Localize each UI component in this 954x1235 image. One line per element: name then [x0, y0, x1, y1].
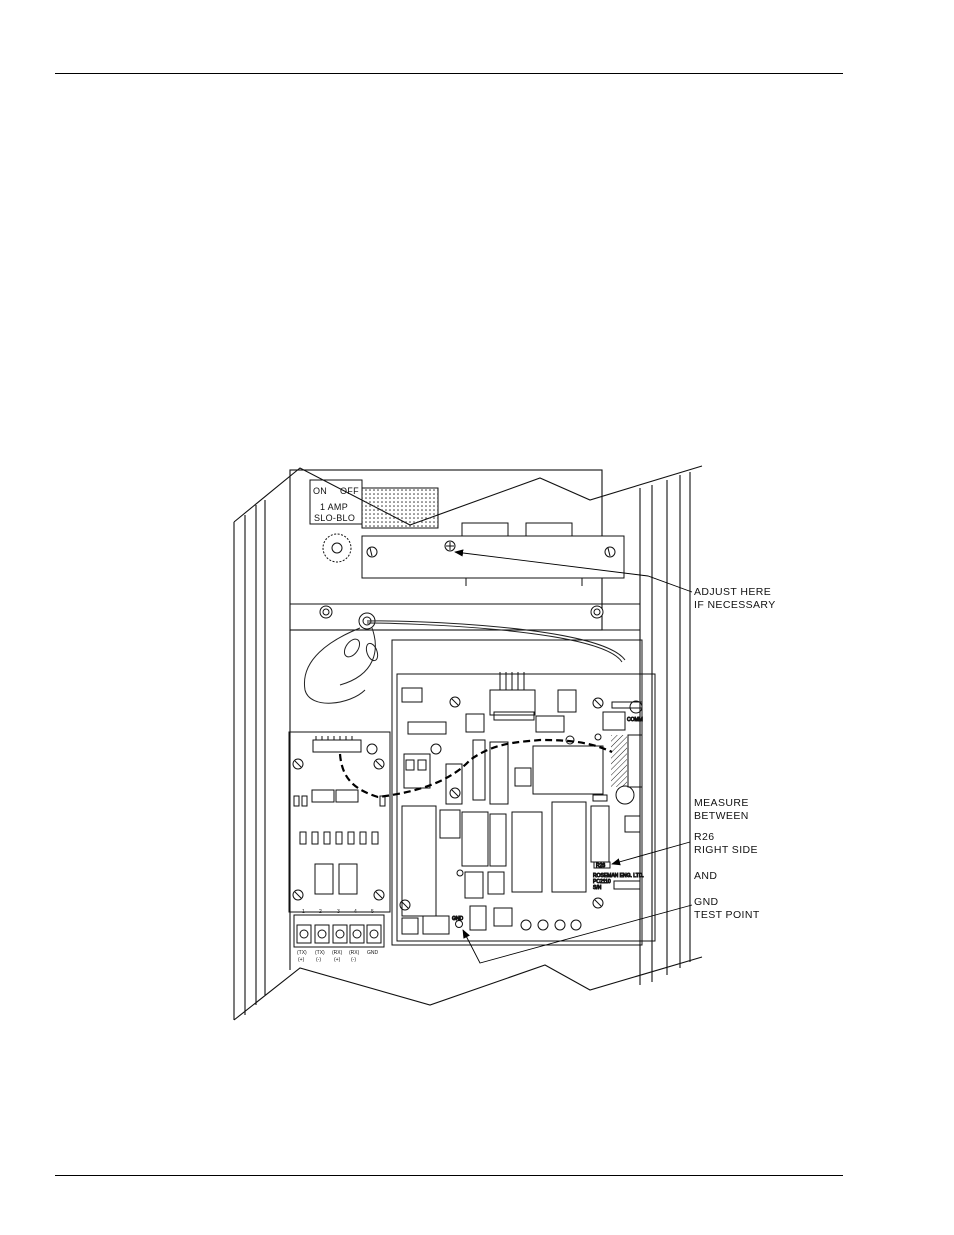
fuse-rating-label: 1 AMP — [320, 502, 348, 512]
io-board — [288, 731, 391, 913]
terminal-4-function: (RX) — [349, 950, 360, 956]
terminal-5-function: GND — [367, 950, 379, 956]
terminal-5-number: 5 — [371, 909, 374, 915]
fuse-holder-icon — [322, 533, 352, 563]
footer-rule — [55, 1175, 843, 1176]
panel-screws — [319, 605, 604, 630]
terminal-4-polarity: (-) — [351, 957, 356, 963]
adjust-callout-line1: ADJUST HERE — [694, 586, 771, 598]
terminal-1-polarity: (+) — [298, 957, 305, 963]
gnd-pad-label: GND — [452, 916, 464, 922]
board-maker-line1: ROSEMAN ENG. LTD. — [593, 873, 644, 879]
power-switch: ON OFF 1 AMP SLO-BLO — [309, 479, 439, 563]
main-pcb: R26 ROSEMAN ENG. LTD. PC2110 S/N GND COM… — [391, 639, 656, 946]
gnd-test-point-icon — [455, 920, 463, 928]
switch-off-label: OFF — [340, 486, 359, 496]
board-maker-line2: PC2110 — [593, 879, 611, 885]
gnd-callout-line1: GND — [694, 896, 719, 908]
terminal-3-polarity: (+) — [334, 957, 341, 963]
terminal-2-function: (TX) — [315, 950, 325, 956]
ground-wire — [304, 620, 626, 704]
terminal-labels: 1 2 3 4 5 (TX) (TX) (RX) (RX) GND (+) (-… — [297, 909, 379, 963]
terminal-3-number: 3 — [337, 909, 340, 915]
fuse-type-label: SLO-BLO — [314, 513, 355, 523]
header-rule — [55, 73, 843, 74]
r26-silkscreen: R26 — [596, 863, 605, 869]
and-callout: AND — [694, 870, 717, 882]
r26-callout-line2: RIGHT SIDE — [694, 844, 758, 856]
terminal-1-number: 1 — [302, 909, 305, 915]
enclosure-frame — [233, 465, 703, 1021]
r26-resistor — [593, 861, 611, 869]
gnd-callout-line2: TEST POINT — [694, 909, 760, 921]
comm-label: COMM — [627, 717, 643, 723]
ribbon-cable — [338, 738, 613, 799]
terminal-4-number: 4 — [354, 909, 357, 915]
callout-text: ADJUST HERE IF NECESSARY MEASURE BETWEEN… — [694, 586, 776, 921]
terminal-block — [293, 914, 385, 948]
r26-callout-line1: R26 — [694, 831, 714, 843]
board-serial-label: S/N — [593, 885, 602, 891]
terminal-3-function: (RX) — [332, 950, 343, 956]
callout-leaders — [454, 549, 693, 964]
terminal-1-function: (TX) — [297, 950, 307, 956]
terminal-2-polarity: (-) — [316, 957, 321, 963]
mounting-bracket — [361, 522, 625, 586]
terminal-2-number: 2 — [319, 909, 322, 915]
measure-callout-line1: MEASURE — [694, 797, 749, 809]
adjust-callout-line2: IF NECESSARY — [694, 599, 776, 611]
measure-callout-line2: BETWEEN — [694, 810, 749, 822]
switch-on-label: ON — [313, 486, 327, 496]
